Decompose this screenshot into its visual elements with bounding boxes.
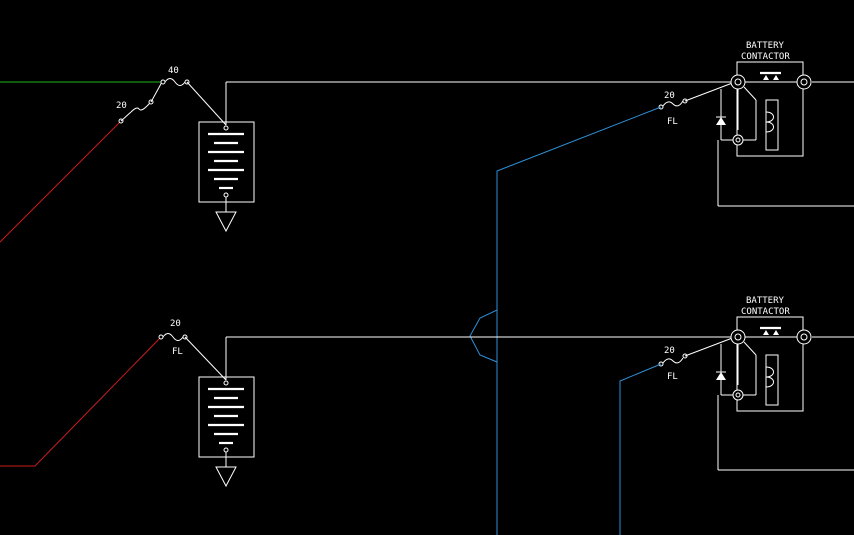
bottom-contactor-title-2: CONTACTOR bbox=[741, 307, 790, 317]
blue-wire-top bbox=[496, 106, 662, 310]
blue-wire-bottom bbox=[619, 363, 662, 535]
bottom-main-fuse-type: FL bbox=[172, 347, 183, 357]
top-contactor-fuse-type: FL bbox=[667, 117, 678, 127]
top-contactor-fuse-rating: 20 bbox=[664, 91, 675, 101]
top-circuit: 20 40 bbox=[0, 41, 854, 535]
top-battery-contactor: BATTERY CONTACTOR bbox=[716, 41, 854, 207]
top-contactor-title-1: BATTERY bbox=[746, 41, 785, 51]
blue-wire-crossing bbox=[469, 309, 498, 535]
bottom-ground-icon bbox=[215, 466, 237, 488]
top-battery bbox=[198, 121, 255, 212]
bottom-circuit: 20 FL 20 FL bbox=[0, 296, 854, 535]
bottom-contactor-title-1: BATTERY bbox=[746, 296, 785, 306]
bottom-main-fuse-rating: 20 bbox=[170, 319, 181, 329]
bottom-contactor-fuse-rating: 20 bbox=[664, 346, 675, 356]
bottom-battery bbox=[198, 376, 255, 467]
top-feed-fuse bbox=[118, 81, 163, 124]
bottom-main-fuse bbox=[158, 333, 188, 341]
bottom-battery-contactor: BATTERY CONTACTOR bbox=[716, 296, 854, 471]
top-main-fuse-rating: 40 bbox=[168, 66, 179, 76]
top-ground-icon bbox=[215, 211, 237, 233]
red-feed-wire-bottom bbox=[0, 336, 162, 467]
red-feed-wire bbox=[0, 120, 122, 243]
bottom-contactor-fuse bbox=[658, 336, 736, 367]
top-feed-fuse-rating: 20 bbox=[116, 101, 127, 111]
fuse-to-battery-wire bbox=[186, 81, 227, 126]
bottom-contactor-fuse-type: FL bbox=[667, 372, 678, 382]
top-main-fuse bbox=[160, 78, 190, 86]
top-contactor-title-2: CONTACTOR bbox=[741, 52, 790, 62]
